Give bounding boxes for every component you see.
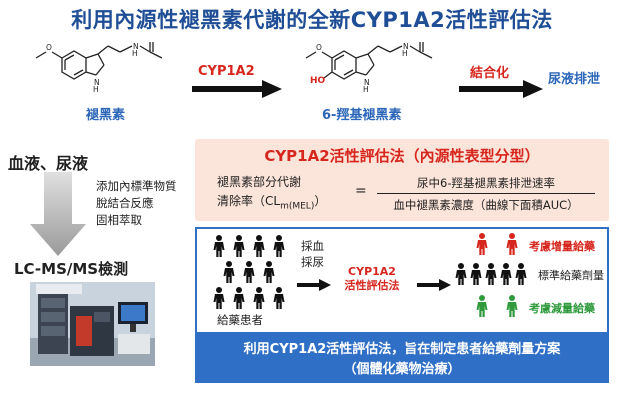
footer-line1: 利用CYP1A2活性評估法，旨在制定患者給藥劑量方案 — [243, 342, 561, 357]
formula-lhs-line1: 褪黑素部分代謝 — [217, 175, 302, 189]
collect-blood-label: 採血 — [301, 239, 324, 253]
collect-arrow — [297, 279, 331, 291]
patient-group-icon — [213, 235, 285, 309]
svg-text:N: N — [364, 78, 370, 87]
method-line1: CYP1A2 — [348, 265, 396, 278]
svg-text:N: N — [403, 42, 409, 51]
svg-text:O: O — [147, 40, 153, 42]
dosing-workflow-panel: 給藥患者 採血 採尿 CYP1A2 活性評估法 考慮增量給藥 標準給藥劑量 — [195, 227, 609, 383]
formula-lhs-line2: 清除率（CLm(MEL)） — [217, 192, 326, 216]
diagram-title: 利用內源性褪黑素代謝的全新CYP1A2活性評估法 — [71, 8, 553, 32]
formula-lhs-subscript: m(MEL) — [280, 201, 315, 212]
svg-text:H: H — [132, 49, 138, 58]
footer-line2: （個體化藥物治療） — [343, 362, 461, 377]
lcms-detection-label: LC-MS/MS檢測 — [14, 260, 129, 278]
dose-down-patients-icon — [476, 295, 518, 317]
formula-title: CYP1A2活性評估法（內源性表型分型） — [264, 147, 540, 165]
dose-up-patients-icon — [476, 233, 518, 255]
sample-collection-label: 採血 採尿 — [301, 238, 324, 270]
metabolism-arrow — [192, 80, 282, 98]
conjugation-label: 結合化 — [470, 66, 510, 81]
sample-prep-steps: 添加內標準物質 脫結合反應 固相萃取 — [96, 178, 177, 229]
fraction-bar — [377, 193, 595, 194]
prep-step: 添加內標準物質 — [96, 179, 177, 193]
svg-text:N: N — [94, 78, 100, 87]
svg-text:H: H — [402, 49, 408, 58]
melatonin-structure: O N H N H O — [35, 40, 163, 94]
patients-label: 給藥患者 — [217, 313, 263, 327]
hydroxymelatonin-label: 6-羥基褪黑素 — [322, 108, 402, 123]
svg-text:N: N — [133, 42, 139, 51]
evaluate-arrow — [417, 279, 451, 291]
method-label: CYP1A2 活性評估法 — [327, 265, 417, 293]
conjugation-arrow — [459, 80, 543, 98]
svg-text:O: O — [316, 43, 322, 52]
svg-text:O: O — [46, 43, 52, 52]
panel-footer: 利用CYP1A2活性評估法，旨在制定患者給藥劑量方案 （個體化藥物治療） — [197, 332, 607, 381]
formula-lhs-prefix: 清除率（CL — [217, 194, 281, 208]
prep-step: 固相萃取 — [96, 213, 142, 227]
lcms-instrument-image — [30, 282, 155, 366]
formula-lhs: 褪黑素部分代謝 清除率（CLm(MEL)） — [217, 173, 326, 216]
urine-excretion-label: 尿液排泄 — [548, 72, 601, 87]
formula-denominator: 血中褪黑素濃度（曲線下面積AUC） — [393, 198, 579, 212]
activity-formula-box: CYP1A2活性評估法（內源性表型分型） 褪黑素部分代謝 清除率（CLm(MEL… — [195, 139, 609, 221]
svg-text:O: O — [417, 40, 423, 42]
svg-text:H: H — [93, 85, 99, 94]
dose-increase-label: 考慮增量給藥 — [529, 240, 595, 253]
hydroxymelatonin-structure: O N H N H O HO — [305, 40, 433, 94]
melatonin-label: 褪黑素 — [86, 108, 126, 123]
prep-step: 脫結合反應 — [96, 196, 154, 210]
collect-urine-label: 採尿 — [301, 255, 324, 269]
process-down-arrow — [30, 172, 86, 256]
svg-text:HO: HO — [310, 76, 326, 86]
sample-type-label: 血液、尿液 — [8, 154, 89, 173]
standard-dose-patients-icon — [455, 263, 527, 285]
method-line2: 活性評估法 — [344, 279, 400, 292]
formula-equals: = — [355, 183, 367, 199]
cyp1a2-enzyme-label: CYP1A2 — [198, 64, 255, 79]
formula-numerator: 尿中6-羥基褪黑素排泄速率 — [417, 176, 555, 190]
svg-text:H: H — [363, 85, 369, 94]
dose-decrease-label: 考慮減量給藥 — [529, 302, 595, 315]
dose-standard-label: 標準給藥劑量 — [538, 269, 604, 282]
formula-lhs-suffix: ） — [314, 194, 327, 208]
